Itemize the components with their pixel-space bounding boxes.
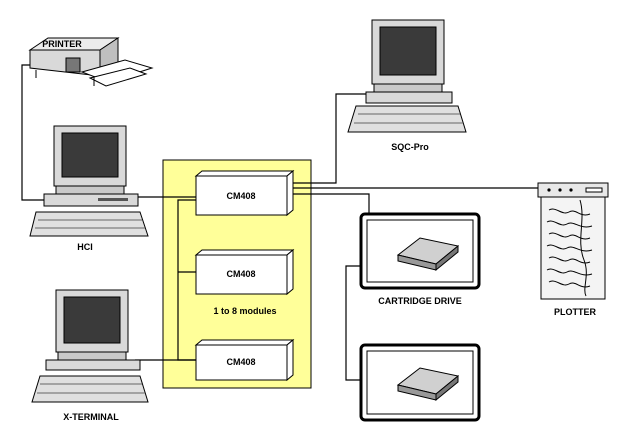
- wire-cartridge-chain: [345, 265, 361, 381]
- cm408-module-3: CM408: [194, 338, 295, 382]
- wire-printer-hci: [21, 64, 45, 201]
- connection-wires: [21, 64, 538, 381]
- hci-workstation-icon: [29, 125, 149, 237]
- module-label: CM408: [226, 269, 255, 279]
- hci-label: HCI: [77, 242, 93, 252]
- x-terminal-label: X-TERMINAL: [63, 412, 119, 422]
- printer-icon: [28, 37, 154, 87]
- cartridge-drive-label: CARTRIDGE DRIVE: [378, 296, 462, 306]
- sqc-pro-label: SQC-Pro: [391, 142, 429, 152]
- plotter-icon: [537, 182, 609, 300]
- x-terminal-icon: [31, 289, 149, 403]
- cartridge-drive-icon: [359, 343, 481, 422]
- wire-cm408-sqcpro: [287, 93, 366, 184]
- printer-label: PRINTER: [42, 39, 82, 49]
- module-label: CM408: [226, 357, 255, 367]
- cm408-module-1: CM408: [194, 169, 295, 217]
- cartridge-drive-icon: [359, 212, 481, 290]
- module-label: CM408: [226, 191, 255, 201]
- sqc-pro-workstation-icon: [347, 19, 467, 133]
- wire-cm408-cartridge: [287, 193, 370, 214]
- cm408-module-2: CM408: [194, 248, 295, 296]
- plotter-label: PLOTTER: [554, 307, 596, 317]
- modules-note: 1 to 8 modules: [213, 306, 276, 316]
